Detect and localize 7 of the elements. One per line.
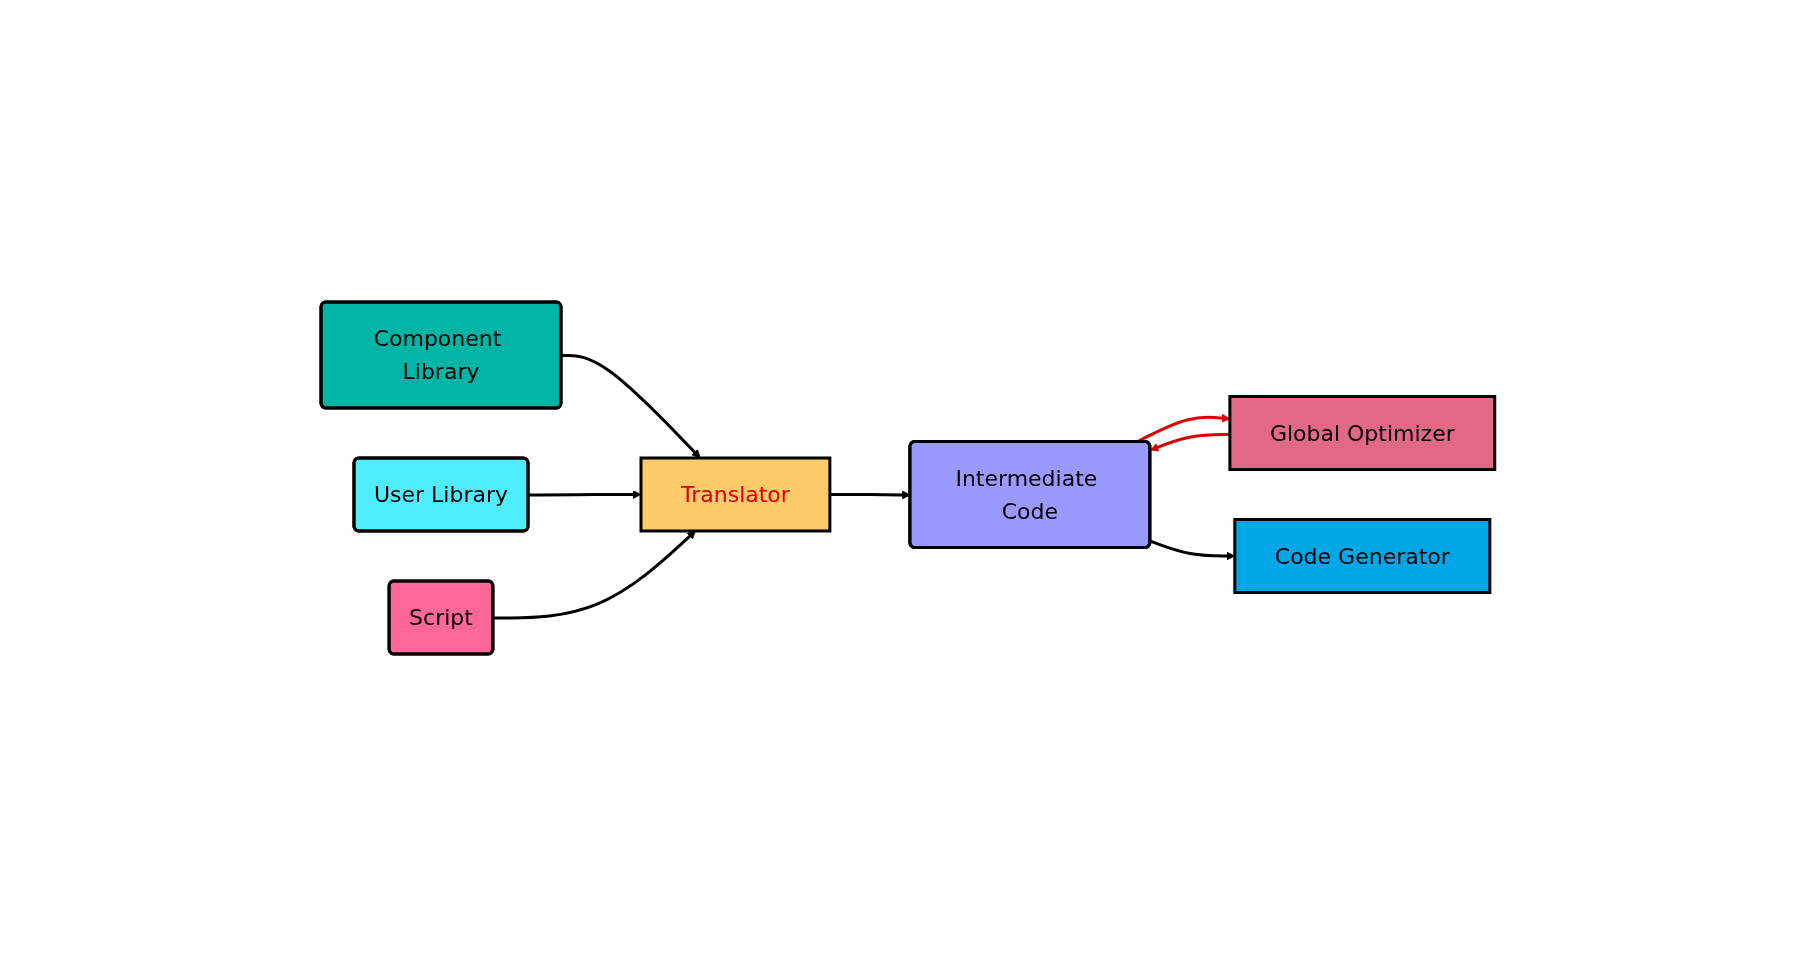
- node-box: Global Optimizer: [1228, 394, 1496, 471]
- node-box: Code Generator: [1232, 517, 1491, 594]
- node-box: Translator: [639, 456, 831, 532]
- arrow: [561, 353, 701, 458]
- arrow: [1149, 432, 1230, 451]
- arrow: [493, 530, 696, 619]
- arrow: [1149, 539, 1235, 560]
